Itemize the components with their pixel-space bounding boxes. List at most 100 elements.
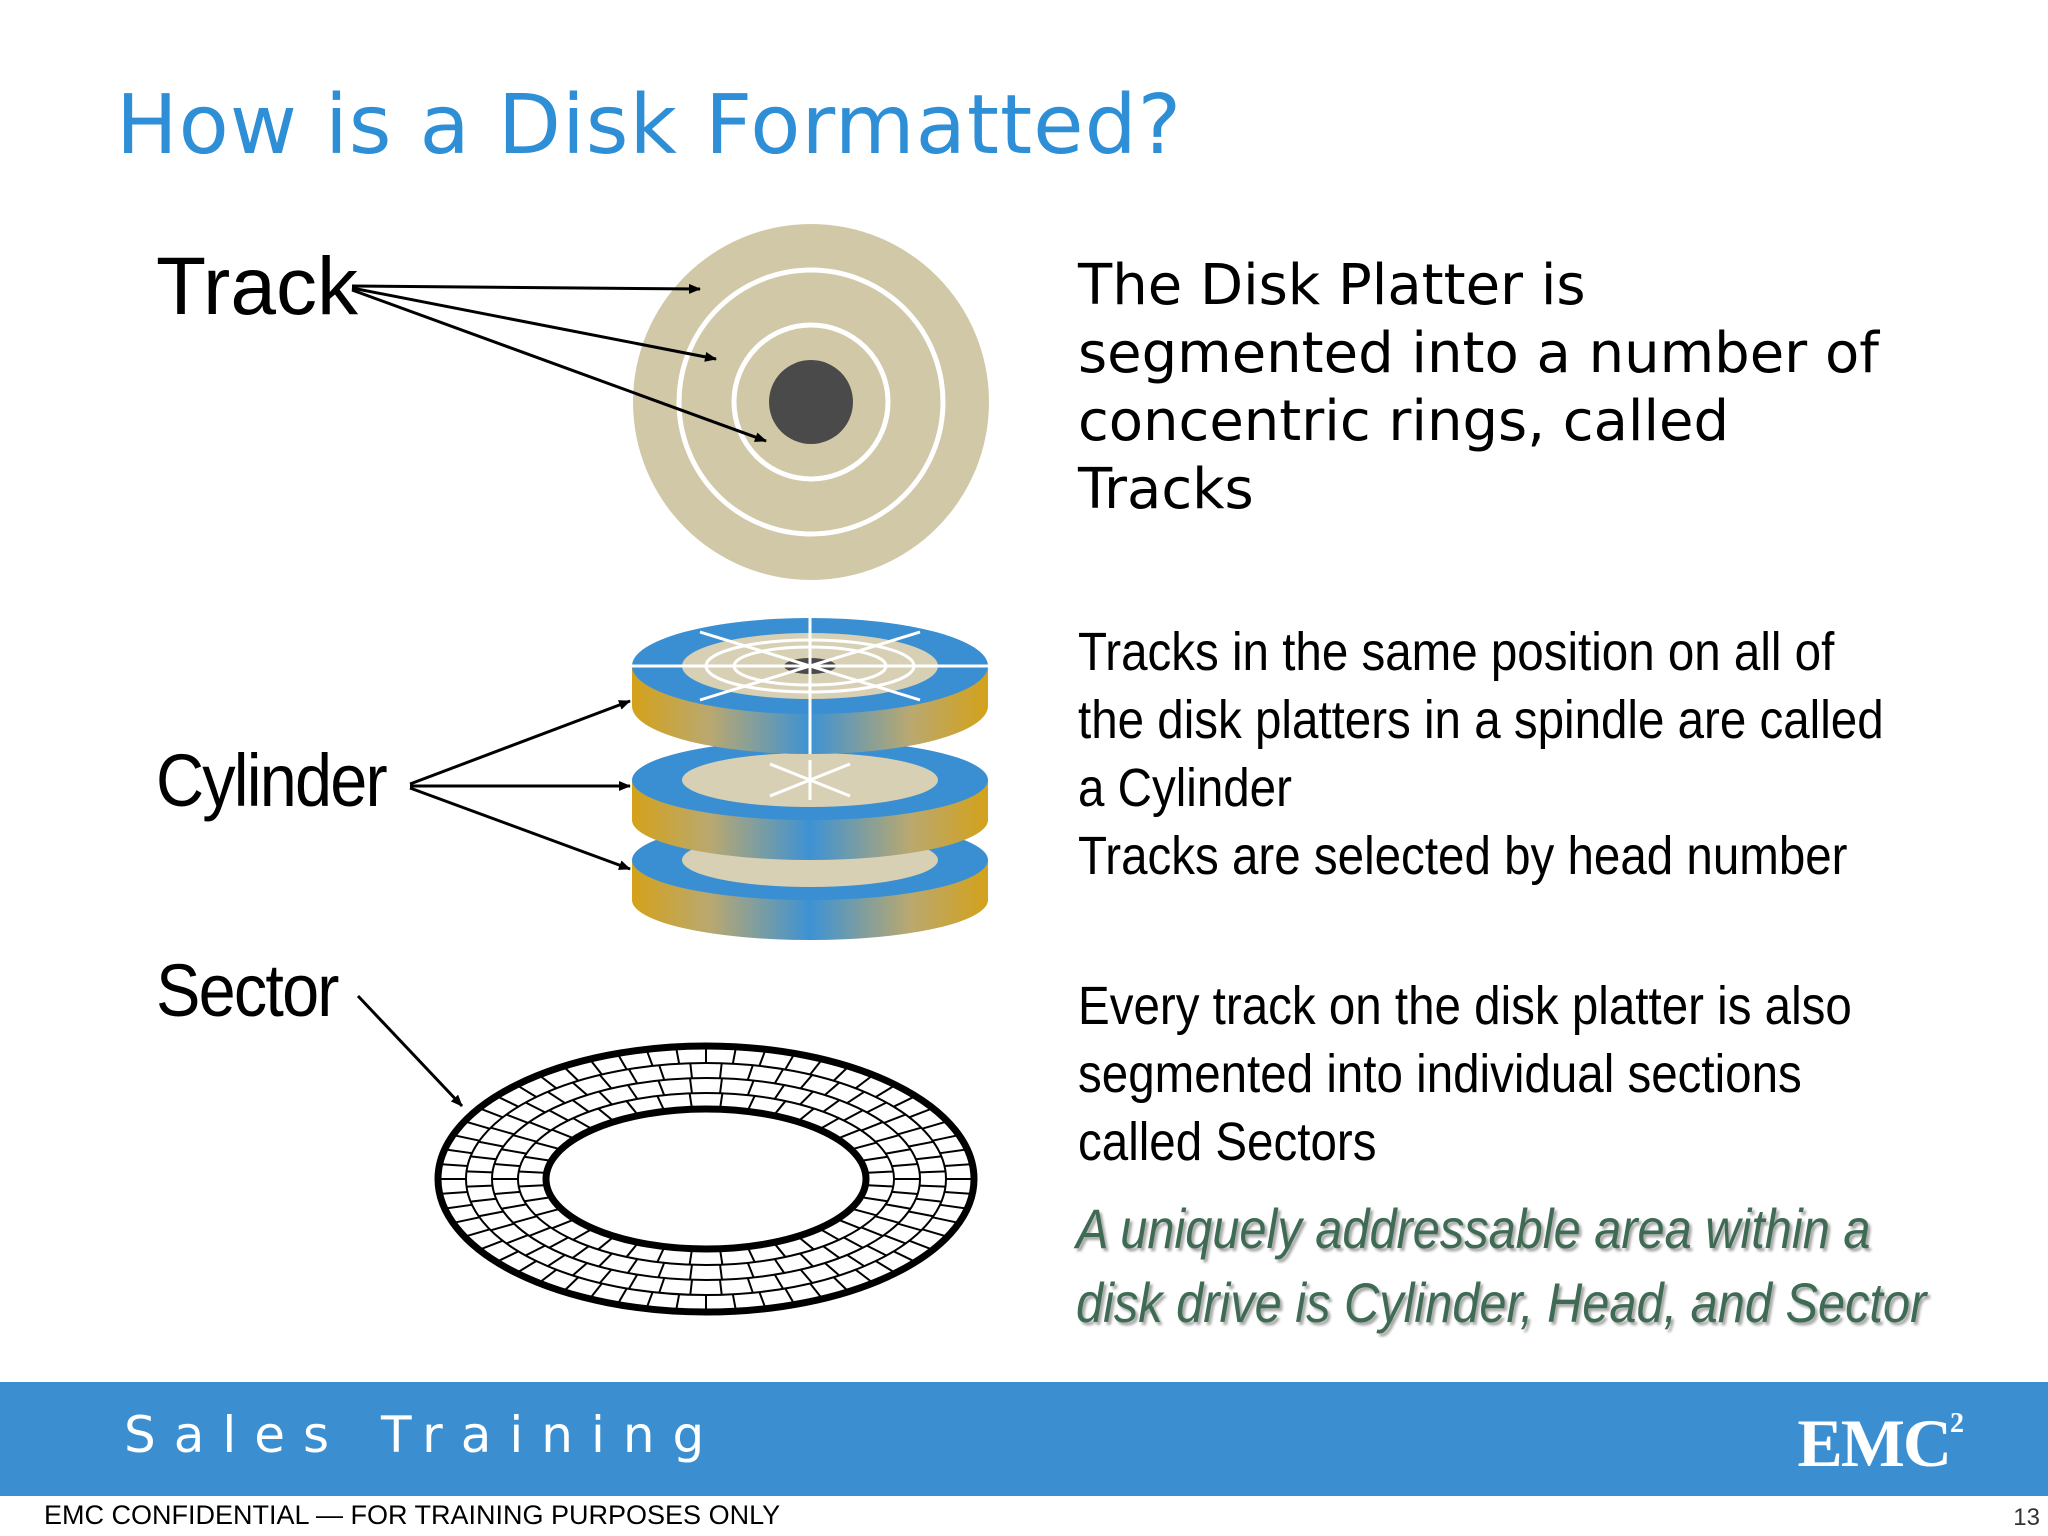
cylinder-platter-top	[632, 618, 988, 754]
sector-division	[799, 1252, 814, 1268]
sector-division	[515, 1084, 537, 1098]
cylinder-label: Cylinder	[156, 739, 388, 822]
cylinder-description-line: Tracks in the same position on all of	[1078, 622, 1835, 682]
sector-division	[571, 1245, 590, 1259]
sector-division	[885, 1203, 911, 1210]
sector-division	[588, 1282, 603, 1300]
sector-division	[496, 1095, 519, 1108]
sector-division	[538, 1074, 557, 1090]
sector-division	[944, 1163, 973, 1168]
sector-division	[572, 1117, 594, 1131]
sector-division	[932, 1216, 960, 1224]
sector-division	[746, 1262, 755, 1278]
track-description-line: concentric rings, called	[1078, 389, 1730, 454]
sector-division	[452, 1216, 480, 1224]
sector-division	[846, 1090, 865, 1104]
sector-division	[897, 1222, 922, 1232]
sector-division	[656, 1095, 666, 1112]
sector-division	[645, 1048, 654, 1067]
sector-division	[860, 1121, 884, 1132]
emc-logo: EMC2	[1797, 1404, 1964, 1483]
sector-division	[784, 1052, 796, 1071]
sector-division	[525, 1244, 546, 1257]
sector-division	[496, 1250, 519, 1263]
track-description: The Disk Platter is segmented into a num…	[1078, 252, 1978, 524]
disk-diagram	[351, 224, 989, 1316]
sector-division	[657, 1262, 666, 1278]
sector-division	[551, 1218, 576, 1230]
sector-division	[562, 1276, 580, 1293]
sector-division	[843, 1236, 864, 1249]
sector-division	[799, 1090, 814, 1106]
cylinder-description-line: the disk platters in a spindle are calle…	[1078, 690, 1884, 750]
sector-division	[452, 1134, 480, 1142]
sector-division	[675, 1046, 681, 1064]
sector-division	[919, 1184, 946, 1188]
sector-division	[875, 1084, 897, 1098]
sector-division	[919, 1170, 946, 1174]
sector-division	[478, 1239, 504, 1251]
sector-division	[772, 1100, 787, 1117]
track-label: Track	[156, 241, 358, 332]
chs-emphasis: A uniquely addressable area within a dis…	[1076, 1192, 1946, 1340]
sector-division	[494, 1162, 521, 1168]
sector-division	[478, 1210, 504, 1218]
sector-division	[822, 1245, 841, 1259]
sector-division	[598, 1090, 613, 1106]
sector-division	[875, 1260, 897, 1274]
sector-division	[528, 1121, 552, 1132]
sector-division	[626, 1084, 639, 1100]
sector-division	[548, 1109, 569, 1122]
sector-division	[572, 1227, 594, 1241]
sector-division	[891, 1190, 918, 1196]
sector-label: Sector	[156, 949, 339, 1032]
footer-sales-training: Sales Training	[124, 1406, 723, 1464]
sector-description-line: Every track on the disk platter is also	[1078, 976, 1852, 1036]
sector-division	[616, 1287, 628, 1306]
sector-division	[658, 1277, 666, 1294]
sector-division	[515, 1260, 537, 1274]
sector-division	[501, 1203, 527, 1210]
sector-division	[758, 1291, 767, 1310]
sector-division	[689, 1279, 693, 1295]
sector-division	[773, 1258, 786, 1274]
sector-division	[921, 1228, 948, 1238]
sector-division	[689, 1063, 693, 1079]
sector-division	[939, 1203, 968, 1210]
sector-division	[850, 1141, 877, 1151]
sector-division	[836, 1218, 861, 1230]
sector-division	[893, 1250, 916, 1263]
sector-division	[626, 1258, 639, 1274]
sector-division	[599, 1268, 613, 1284]
sector-division	[719, 1279, 723, 1295]
sector-division	[883, 1113, 906, 1124]
sector-division	[731, 1294, 737, 1312]
sector-division	[893, 1095, 916, 1108]
sector-division	[627, 1274, 639, 1290]
sector-division	[616, 1052, 628, 1071]
sector-division	[855, 1074, 874, 1090]
sector-division	[719, 1063, 723, 1079]
sector-division	[818, 1227, 840, 1241]
sector-division	[824, 1081, 840, 1096]
sector-division	[547, 1090, 566, 1104]
sector-division	[883, 1234, 906, 1245]
sector-division	[645, 1291, 654, 1310]
page-number: 13	[2013, 1504, 2040, 1531]
sector-division	[464, 1120, 491, 1130]
sector-division	[921, 1120, 948, 1130]
sector-division	[506, 1234, 529, 1245]
sector-division	[658, 1064, 666, 1081]
sector-division	[689, 1078, 693, 1094]
sector-division	[535, 1207, 562, 1217]
sector-division	[656, 1246, 666, 1263]
sector-division	[891, 1162, 918, 1168]
sector-division	[799, 1268, 813, 1284]
chs-emphasis-line: disk drive is Cylinder, Head, and Sector	[1076, 1271, 1927, 1334]
sector-division	[528, 1226, 552, 1237]
sector-division	[832, 1065, 850, 1082]
sector-division	[719, 1078, 723, 1094]
sector-division	[572, 1081, 588, 1096]
sector-division	[855, 1268, 874, 1284]
sector-division	[932, 1134, 960, 1142]
